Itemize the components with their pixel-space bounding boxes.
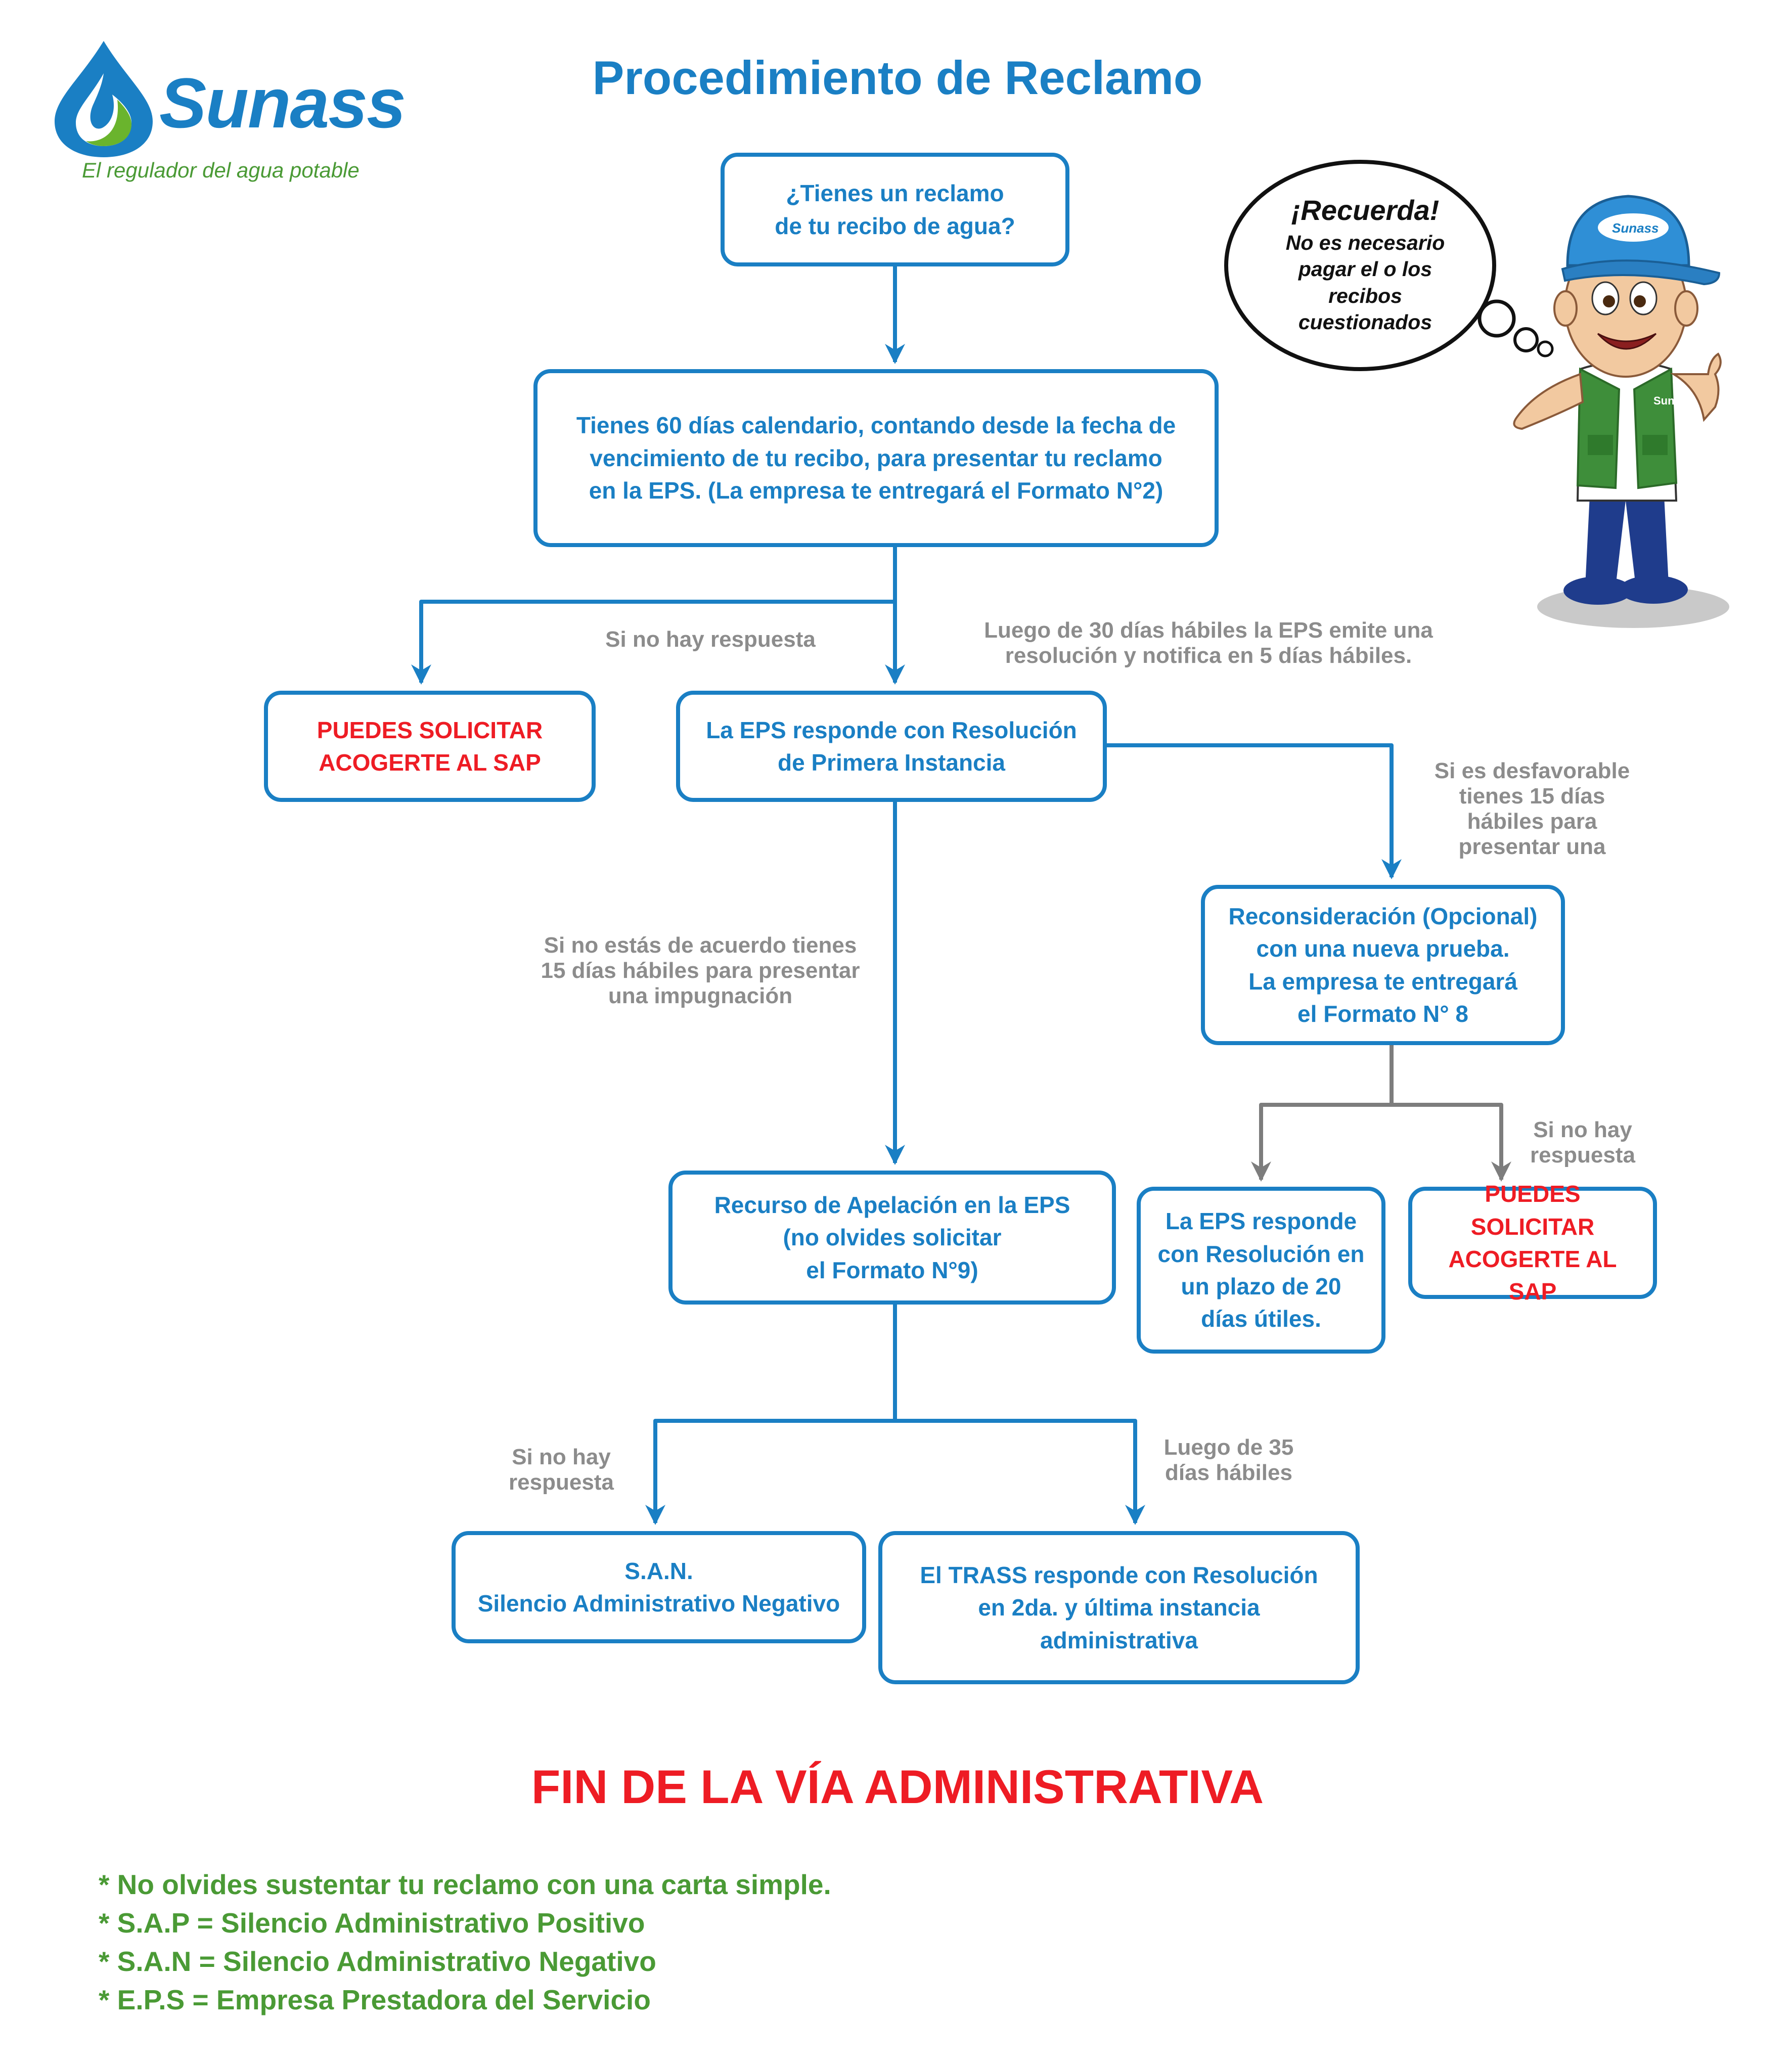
node-reconsideration: Reconsideración (Opcional) con una nueva … xyxy=(1201,885,1565,1045)
footnote: * No olvides sustentar tu reclamo con un… xyxy=(99,1869,831,1900)
node-appeal: Recurso de Apelación en la EPS (no olvide… xyxy=(668,1171,1116,1305)
node-deadline: Tienes 60 días calendario, contando desd… xyxy=(533,369,1219,547)
reminder-line: cuestionados xyxy=(1298,310,1432,334)
end-title: FIN DE LA VÍA ADMINISTRATIVA xyxy=(531,1760,1264,1813)
node-line: La EPS responde con Resolución xyxy=(706,716,1077,743)
edge-deadline-to-sap-left xyxy=(411,600,895,685)
node-line: de Primera Instancia xyxy=(778,749,1005,776)
logo-wordmark: Sunass xyxy=(159,63,406,143)
node-line: ACOGERTE AL SAP xyxy=(1448,1246,1617,1305)
node-line: S.A.N. xyxy=(624,1557,693,1584)
node-line: de tu recibo de agua? xyxy=(775,212,1015,239)
node-line: PUEDES SOLICITAR xyxy=(317,716,543,743)
edge-label-line: días hábiles xyxy=(1165,1460,1292,1486)
node-line: con una nueva prueba. xyxy=(1256,935,1510,962)
edge-label-line: Si no estás de acuerdo tienes xyxy=(544,933,857,958)
edge-first-instance-to-reconsideration xyxy=(1105,743,1402,879)
edge-label-line: respuesta xyxy=(509,1470,614,1495)
node-line: días útiles. xyxy=(1201,1306,1321,1332)
edge-label-no-response-3: Si no hay respuesta xyxy=(470,1445,652,1495)
node-trass: El TRASS responde con Resolución en 2da. … xyxy=(878,1531,1360,1684)
edge-reconsideration-to-sap-right xyxy=(1392,1103,1511,1182)
edge-label-line: Si no hay xyxy=(1533,1117,1632,1142)
edge-label-line: Si es desfavorable xyxy=(1434,758,1630,783)
edge-label-line: 15 días hábiles para presentar xyxy=(541,958,860,983)
edge-label-no-response-1: Si no hay respuesta xyxy=(566,627,855,652)
edge-label-after-35-days: Luego de 35 días hábiles xyxy=(1133,1435,1325,1486)
node-line: El TRASS responde con Resolución xyxy=(920,1561,1318,1588)
page-title: Procedimiento de Reclamo xyxy=(592,51,1203,104)
edge-appeal-to-san xyxy=(645,1419,895,1525)
water-drop-icon xyxy=(55,41,153,157)
edge-label-no-response-2: Si no hay respuesta xyxy=(1487,1117,1679,1168)
node-first-instance: La EPS responde con Resolución de Primera… xyxy=(676,691,1107,802)
edge-label-line: Luego de 35 xyxy=(1163,1435,1294,1460)
node-line: el Formato N°9) xyxy=(806,1256,978,1283)
node-line: La EPS responde xyxy=(1165,1208,1357,1235)
edge-label-line: Si no hay respuesta xyxy=(605,627,816,652)
edge-label-line: Luego de 30 días hábiles la EPS emite un… xyxy=(984,618,1433,643)
node-line: en la EPS. (La empresa te entregará el F… xyxy=(589,477,1163,504)
node-line: un plazo de 20 xyxy=(1181,1273,1341,1299)
footnote: * S.A.N = Silencio Administrativo Negati… xyxy=(99,1945,656,1977)
node-line: Tienes 60 días calendario, contando desd… xyxy=(576,412,1176,439)
logo-tagline: El regulador del agua potable xyxy=(82,158,360,182)
node-line: el Formato N° 8 xyxy=(1297,1000,1468,1027)
node-line: con Resolución en xyxy=(1157,1240,1365,1267)
reminder-title: ¡Recuerda! xyxy=(1291,194,1440,226)
node-line: La empresa te entregará xyxy=(1248,968,1517,995)
footnotes: * No olvides sustentar tu reclamo con un… xyxy=(99,1866,1312,2019)
edge-label-line: tienes 15 días xyxy=(1459,784,1605,809)
node-line: en 2da. y última instancia xyxy=(978,1594,1260,1621)
edge-label-line: Si no hay xyxy=(512,1445,611,1469)
edge-label-line: hábiles para xyxy=(1467,809,1597,834)
node-line: ¿Tienes un reclamo xyxy=(786,180,1004,207)
reminder-line: recibos xyxy=(1328,284,1402,307)
node-line: Reconsideración (Opcional) xyxy=(1228,903,1538,929)
reminder-line: pagar el o los xyxy=(1298,257,1432,281)
node-line: PUEDES SOLICITAR xyxy=(1470,1181,1595,1240)
edge-appeal-to-trass xyxy=(893,1304,1145,1525)
reminder-text: ¡Recuerda! No es necesario pagar el o lo… xyxy=(1229,192,1502,336)
edge-label-line: presentar una xyxy=(1458,834,1606,860)
edge-reconsideration-to-eps-20 xyxy=(1251,1044,1394,1182)
sunass-logo: Sunass El regulador del agua potable xyxy=(46,38,430,190)
node-line: (no olvides solicitar xyxy=(783,1224,1002,1251)
footnote: * E.P.S = Empresa Prestadora del Servici… xyxy=(99,1984,651,2015)
cap-logo-text: Sunass xyxy=(1612,220,1659,236)
speech-bubble xyxy=(1224,160,1554,371)
node-line: ACOGERTE AL SAP xyxy=(319,749,541,776)
edge-label-line: una impugnación xyxy=(608,983,793,1009)
reminder-line: No es necesario xyxy=(1285,231,1445,254)
node-question: ¿Tienes un reclamo de tu recibo de agua? xyxy=(721,153,1069,266)
node-san: S.A.N. Silencio Administrativo Negativo xyxy=(452,1531,866,1643)
mascot-illustration: Sunass Sunass xyxy=(1513,195,1729,628)
edge-label-line: respuesta xyxy=(1530,1143,1635,1168)
node-line: Silencio Administrativo Negativo xyxy=(477,1590,840,1617)
vest-logo-text: Sunass xyxy=(1653,394,1693,407)
node-eps-20-days: La EPS responde con Resolución en un plazo… xyxy=(1137,1187,1385,1354)
edge-label-line: resolución y notifica en 5 días hábiles. xyxy=(1005,643,1412,668)
node-line: administrativa xyxy=(1040,1627,1198,1653)
edge-label-after-30-days: Luego de 30 días hábiles la EPS emite un… xyxy=(930,618,1487,668)
node-line: Recurso de Apelación en la EPS xyxy=(714,1191,1070,1218)
node-line: vencimiento de tu recibo, para presentar… xyxy=(590,444,1162,471)
node-sap-right: PUEDES SOLICITAR ACOGERTE AL SAP xyxy=(1408,1181,1657,1305)
footnote: * S.A.P = Silencio Administrativo Positi… xyxy=(99,1907,645,1939)
edge-label-unfavorable: Si es desfavorable tienes 15 días hábile… xyxy=(1411,758,1653,860)
node-sap-left: PUEDES SOLICITAR ACOGERTE AL SAP xyxy=(264,691,596,802)
edge-label-disagree: Si no estás de acuerdo tienes 15 días há… xyxy=(485,933,915,1009)
